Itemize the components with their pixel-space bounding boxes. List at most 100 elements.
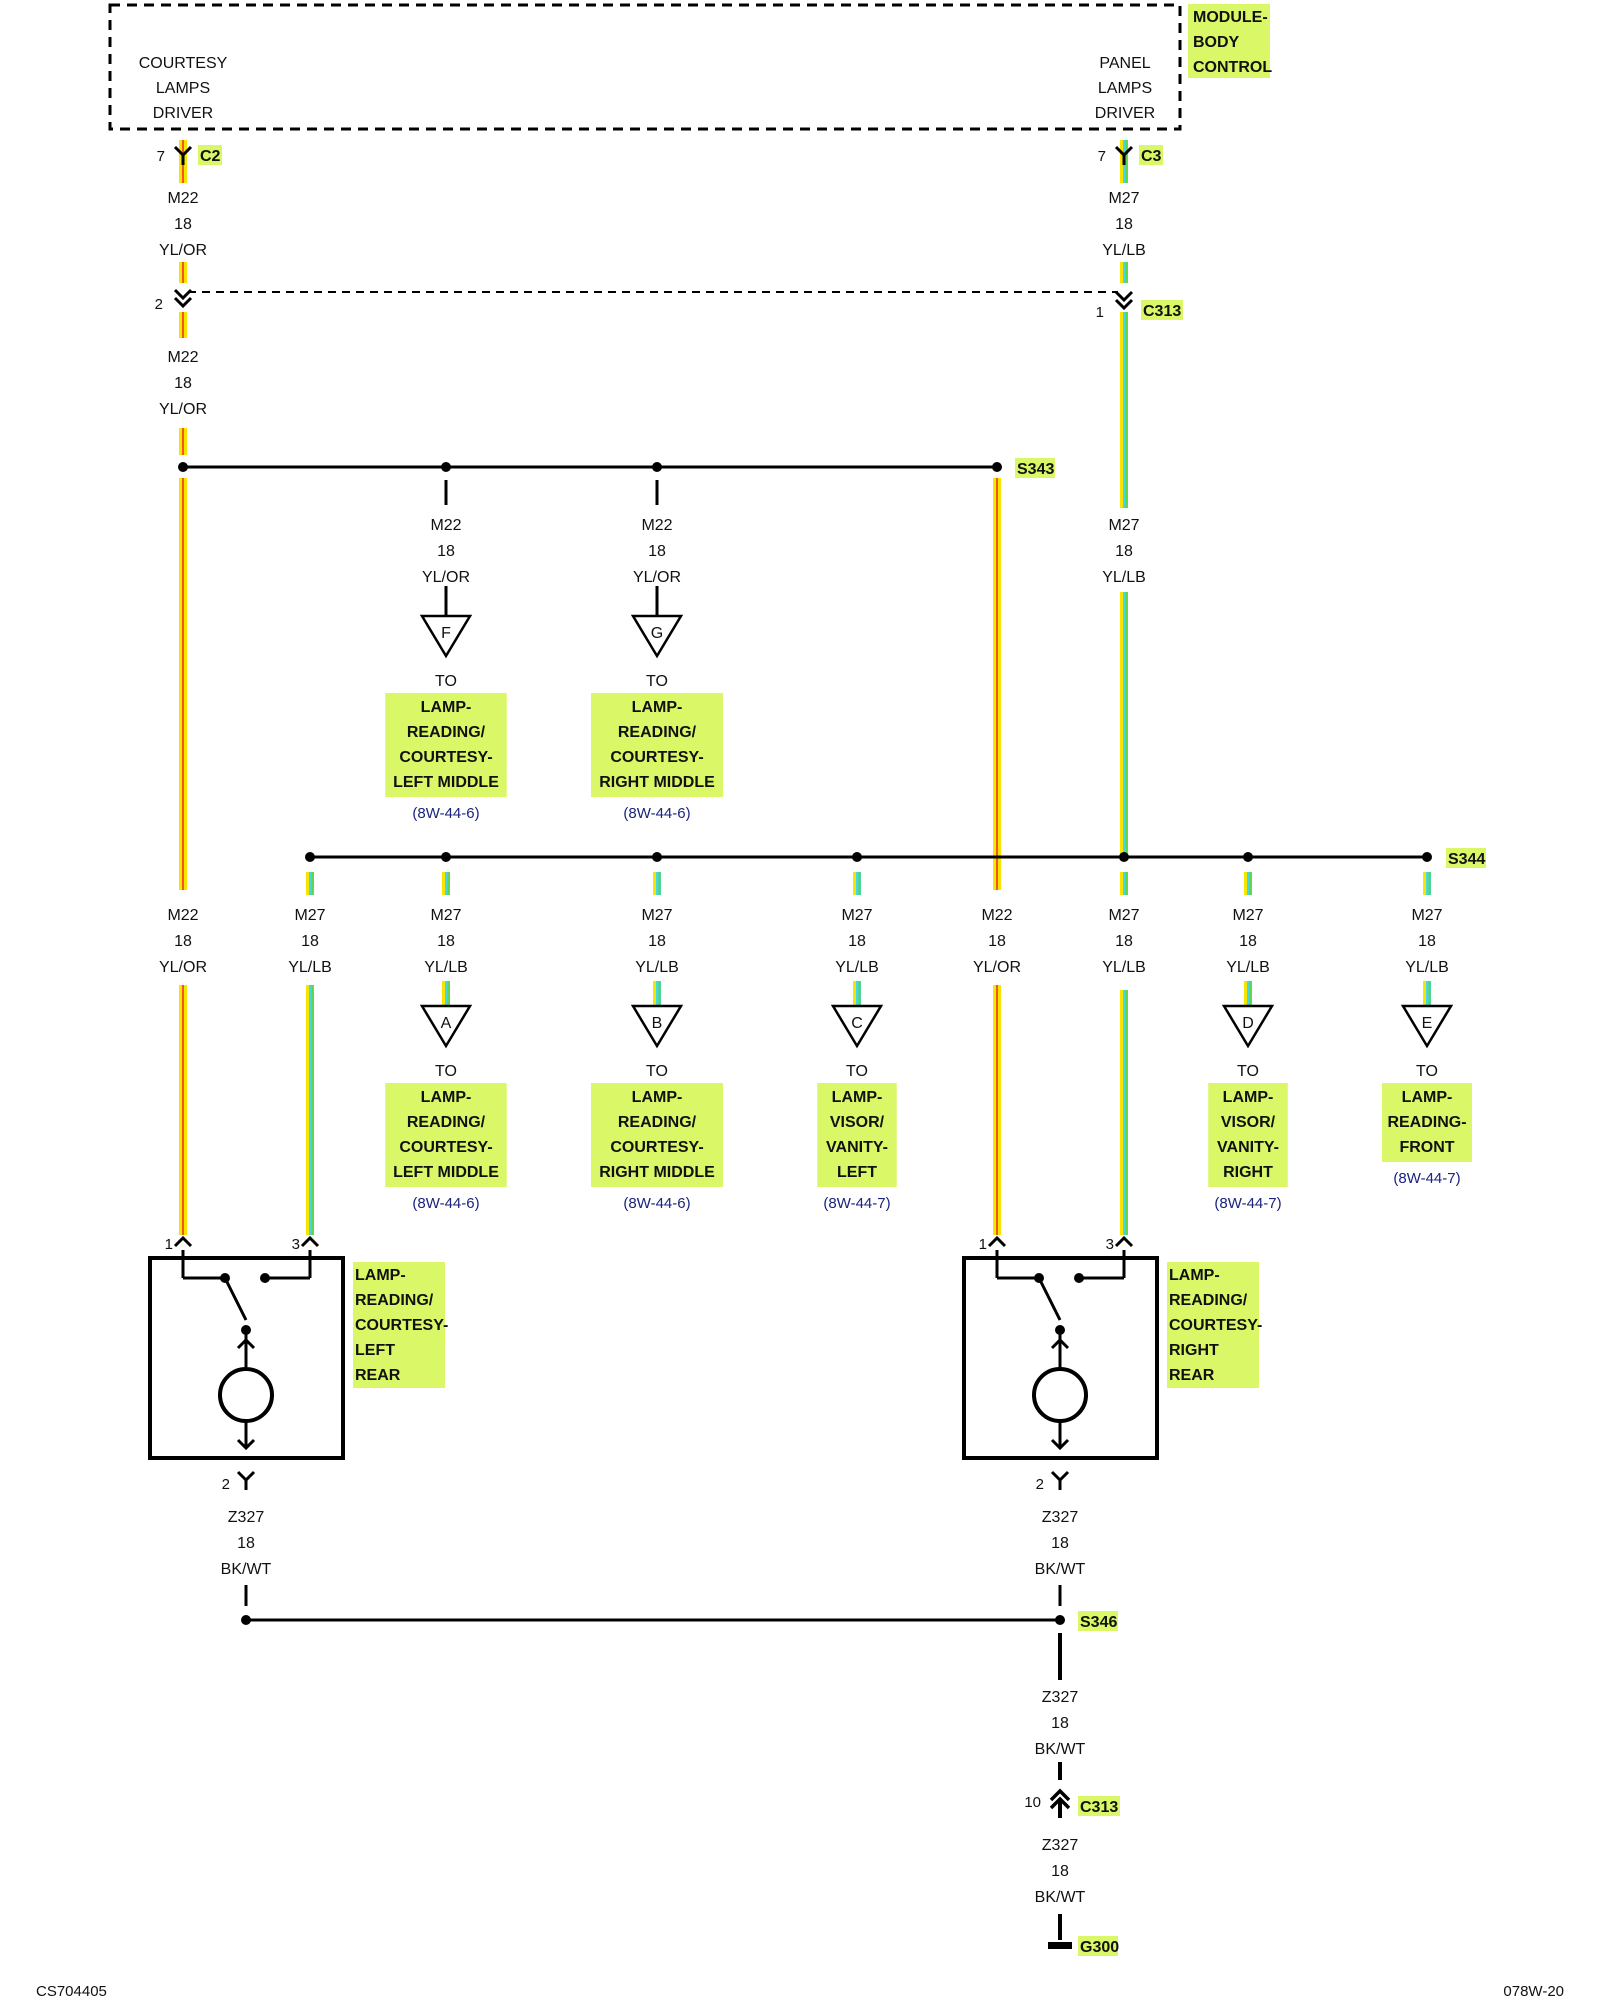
dest-b-highlight [591,1083,723,1187]
m27-label-2-color: YL/LB [1102,569,1146,586]
lamp-left-name-line: READING/ [355,1292,434,1309]
chevron [173,288,193,301]
lamp-right-name-highlight [1167,1262,1259,1388]
m27-stub [853,872,861,895]
courtesy-driver-label: LAMPS [156,80,210,97]
dest-g-dest-line: RIGHT MIDDLE [599,774,715,791]
lamp-inner-connector [236,1337,256,1350]
c313-bottom-connector [1049,1788,1071,1802]
g300-label: G300 [1080,1939,1119,1956]
ref-letter: D [1242,1015,1254,1032]
dest-c-highlight [817,1083,897,1187]
z327-main-label-color: BK/WT [1035,1741,1086,1758]
module-name-line: CONTROL [1193,59,1272,76]
m27-wire-c [1120,592,1128,855]
m22-label-1-circuit: M22 [167,190,198,207]
ref-letter: B [652,1015,663,1032]
switch-pivot [1055,1325,1065,1335]
connector-mark [173,1235,193,1248]
dest-g-page-ref: (8W-44-6) [623,805,690,822]
branch-m22-label-gauge: 18 [437,543,455,560]
c313-bottom-name: C313 [1080,1799,1118,1816]
branch-m22-label-circuit: M22 [430,517,461,534]
ref-stub [442,981,450,1005]
m27-label-row-circuit: M27 [1108,907,1139,924]
dest-b-dest-line: COURTESY- [610,1139,703,1156]
dest-d-dest-line: VANITY- [1217,1139,1279,1156]
dest-f-highlight [385,693,507,797]
ref-triangle-d: D [1221,1004,1275,1049]
s346-highlight [1078,1611,1118,1631]
branch-m22-label-gauge: 18 [648,543,666,560]
c313-bottom-connector [1049,1796,1071,1810]
m27-wire-b [1120,312,1128,508]
branch-m22-label-color: YL/OR [633,569,681,586]
s344-splice-dot [852,852,862,862]
dest-f-to: TO [435,673,457,690]
s344-label: S344 [1448,851,1485,868]
dest-c-dest-line: LAMP- [832,1089,883,1106]
ref-triangle [1400,1004,1454,1049]
m27-label-row-gauge: 18 [848,933,866,950]
s344-splice-dot [652,852,662,862]
s344-splice-dot [1119,852,1129,862]
lamp-right-pin1-connector [987,1235,1007,1248]
lamp-right-name-line: LAMP- [1169,1267,1220,1284]
dest-e-dest-line: LAMP- [1402,1089,1453,1106]
dest-g-to: TO [646,673,668,690]
m22-label-3-circuit: M22 [167,907,198,924]
m27-wire-a [1120,262,1128,283]
dest-c-dest-line: LEFT [837,1164,877,1181]
z327-main-label-circuit: Z327 [1042,1689,1079,1706]
ref-triangle [830,1004,884,1049]
z327-left-label-gauge: 18 [237,1535,255,1552]
c313-right-pin: 1 [1096,304,1104,321]
dest-a-dest-line: LEFT MIDDLE [393,1164,499,1181]
m22-label-4-color: YL/OR [973,959,1021,976]
lamp-right-name-line: RIGHT [1169,1342,1219,1359]
s343-label: S343 [1017,461,1054,478]
dest-f-dest-line: COURTESY- [399,749,492,766]
module-name-line: BODY [1193,34,1240,51]
ref-triangle-e: E [1400,1004,1454,1049]
s343-highlight [1015,458,1055,478]
wire-layer [179,140,1431,1235]
ref-triangle [419,614,473,659]
dest-f-dest-line: LEFT MIDDLE [393,774,499,791]
dest-a-dest-line: LAMP- [421,1089,472,1106]
dest-e-dest-line: READING- [1387,1114,1466,1131]
c2-pin: 7 [157,148,165,165]
s344-splice-dot [305,852,315,862]
dest-d-page-ref: (8W-44-7) [1214,1195,1281,1212]
highlight-layer [198,4,1486,1956]
dest-c-dest-line: VANITY- [826,1139,888,1156]
ref-triangle-a: A [419,1004,473,1049]
dest-e-to: TO [1416,1063,1438,1080]
m27-label-2-gauge: 18 [1115,543,1133,560]
dest-d-dest-line: LAMP- [1223,1089,1274,1106]
panel-driver-label: DRIVER [1095,105,1155,122]
lamp-out-mark [236,1438,256,1451]
lamp-right-bulb-icon [1032,1367,1088,1423]
ref-letter: E [1422,1015,1433,1032]
lamp-right-name-line: COURTESY- [1169,1317,1262,1334]
m27-label-row-color: YL/LB [1226,959,1270,976]
connector-mark [1114,1235,1134,1248]
s346-label: S346 [1080,1614,1117,1631]
z327-left-label-color: BK/WT [221,1561,272,1578]
courtesy-driver-label: COURTESY [139,55,228,72]
c313-right-name: C313 [1143,303,1181,320]
lamp-left-name-highlight [353,1262,445,1388]
m27-stub [1423,872,1431,895]
ref-triangle-g: G [630,614,684,659]
switch-contact [1074,1273,1084,1283]
dest-e-highlight [1382,1083,1472,1162]
dest-d-highlight [1208,1083,1288,1187]
lamp-right-pin1: 1 [979,1236,987,1253]
m27-label-row-gauge: 18 [1239,933,1257,950]
c2-name: C2 [200,148,221,165]
lamp-left-pin2: 2 [222,1476,230,1493]
dest-g-highlight [591,693,723,797]
